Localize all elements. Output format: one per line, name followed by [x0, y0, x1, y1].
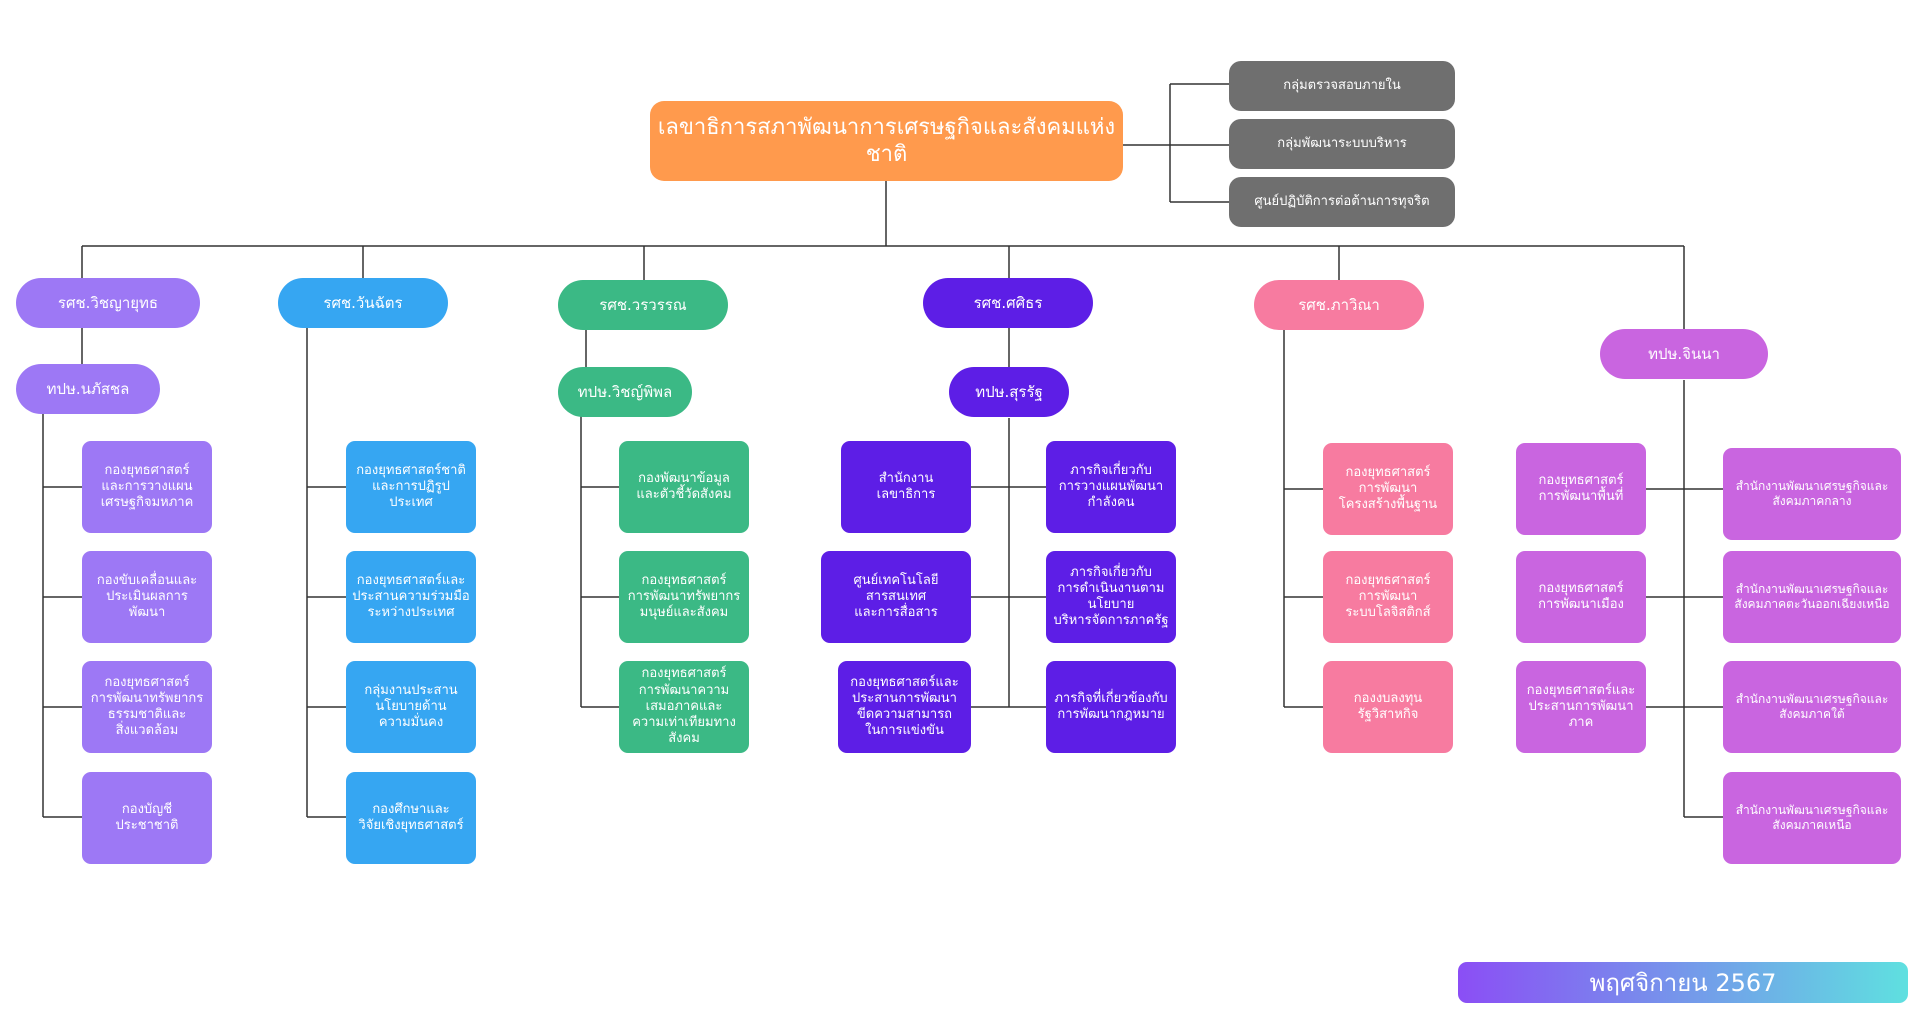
unit-box: กองงบลงทุน รัฐวิสาหกิจ [1323, 661, 1453, 753]
unit-box: กองยุทธศาสตร์ การพัฒนา ระบบโลจิสติกส์ [1323, 551, 1453, 643]
unit-box: กองยุทธศาสตร์ การพัฒนาความ เสมอภาคและ คว… [619, 661, 749, 753]
unit-box: กองยุทธศาสตร์และ ประสานความร่วมมือ ระหว่… [346, 551, 476, 643]
unit-box: กองศึกษาและ วิจัยเชิงยุทธศาสตร์ [346, 772, 476, 864]
advisor-napatchon: ทปษ.นภัสชล [16, 364, 160, 414]
deputy-sasithorn: รศช.ศศิธร [923, 278, 1093, 328]
unit-box: กองยุทธศาสตร์ การพัฒนา โครงสร้างพื้นฐาน [1323, 443, 1453, 535]
unit-box: กองยุทธศาสตร์และ ประสานการพัฒนาภาค [1516, 661, 1646, 753]
unit-box: สำนักงานพัฒนาเศรษฐกิจและ สังคมภาคตะวันออ… [1723, 551, 1901, 643]
unit-box: สำนักงาน เลขาธิการ [841, 441, 971, 533]
unit-box: ภารกิจเกี่ยวกับ การดำเนินงานตาม นโยบาย บ… [1046, 551, 1176, 643]
unit-box: กองพัฒนาข้อมูล และตัวชี้วัดสังคม [619, 441, 749, 533]
unit-box: ศูนย์เทคโนโลยีสารสนเทศ และการสื่อสาร [821, 551, 971, 643]
unit-box: ภารกิจเกี่ยวกับ การวางแผนพัฒนา กำลังคน [1046, 441, 1176, 533]
unit-box: กองยุทธศาสตร์ชาติ และการปฏิรูปประเทศ [346, 441, 476, 533]
side-unit-internal-audit: กลุ่มตรวจสอบภายใน [1229, 61, 1455, 111]
side-unit-admin-development: กลุ่มพัฒนาระบบบริหาร [1229, 119, 1455, 169]
date-banner: พฤศจิกายน 2567 [1458, 962, 1908, 1003]
unit-box: กองยุทธศาสตร์และ ประสานการพัฒนา ขีดความส… [838, 661, 971, 753]
unit-box: สำนักงานพัฒนาเศรษฐกิจและ สังคมภาคกลาง [1723, 448, 1901, 540]
unit-box: สำนักงานพัฒนาเศรษฐกิจและ สังคมภาคใต้ [1723, 661, 1901, 753]
deputy-worawan: รศช.วรวรรณ [558, 280, 728, 330]
deputy-vitchayayut: รศช.วิชญายุทธ [16, 278, 200, 328]
unit-box: กลุ่มงานประสาน นโยบายด้าน ความมั่นคง [346, 661, 476, 753]
unit-box: กองยุทธศาสตร์ การพัฒนาทรัพยากร ธรรมชาติแ… [82, 661, 212, 753]
unit-box: กองยุทธศาสตร์ การพัฒนาทรัพยากร มนุษย์และ… [619, 551, 749, 643]
advisor-jinna: ทปษ.จินนา [1600, 329, 1768, 379]
secretary-general-box: เลขาธิการสภาพัฒนาการเศรษฐกิจและสังคมแห่ง… [650, 101, 1123, 181]
unit-box: กองบัญชี ประชาชาติ [82, 772, 212, 864]
side-unit-anti-corruption: ศูนย์ปฏิบัติการต่อต้านการทุจริต [1229, 177, 1455, 227]
advisor-surarat: ทปษ.สุรรัฐ [949, 367, 1069, 417]
unit-box: กองขับเคลื่อนและ ประเมินผลการพัฒนา [82, 551, 212, 643]
unit-box: กองยุทธศาสตร์ การพัฒนาเมือง [1516, 551, 1646, 643]
unit-box: ภารกิจที่เกี่ยวข้องกับ การพัฒนากฎหมาย [1046, 661, 1176, 753]
unit-box: กองยุทธศาสตร์ และการวางแผน เศรษฐกิจมหภาค [82, 441, 212, 533]
deputy-wanchat: รศช.วันฉัตร [278, 278, 448, 328]
deputy-pawina: รศช.ภาวิณา [1254, 280, 1424, 330]
unit-box: สำนักงานพัฒนาเศรษฐกิจและ สังคมภาคเหนือ [1723, 772, 1901, 864]
advisor-witchpipon: ทปษ.วิชญ์พิพล [558, 367, 692, 417]
unit-box: กองยุทธศาสตร์ การพัฒนาพื้นที่ [1516, 443, 1646, 535]
